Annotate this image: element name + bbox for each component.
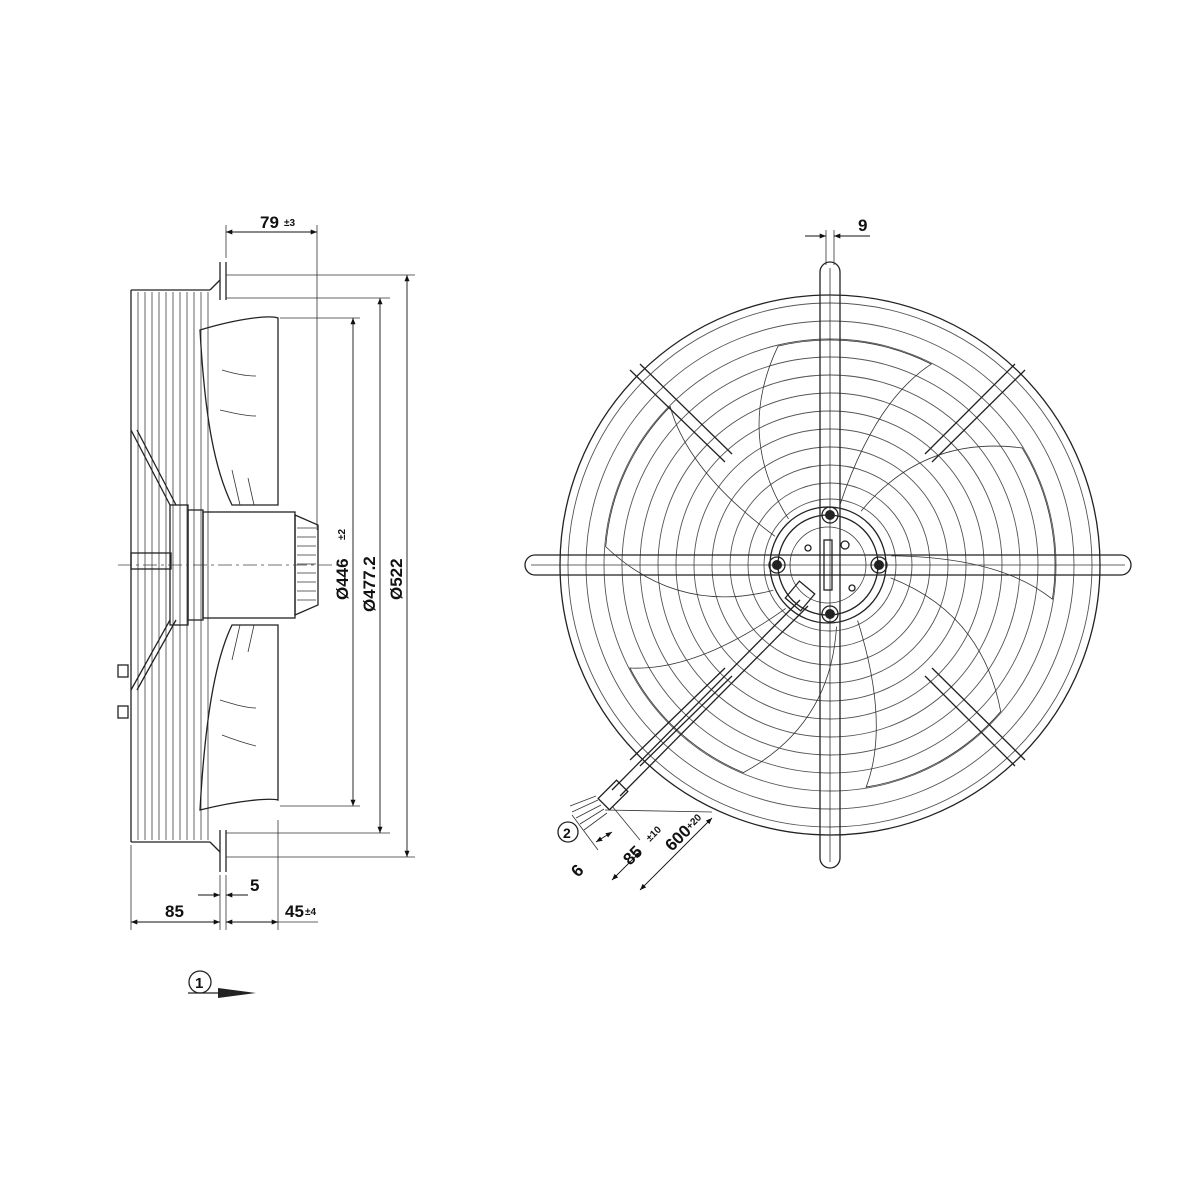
dim-d522: Ø522 [387, 275, 410, 857]
dim-d446-tol: ±2 [337, 529, 348, 540]
guard-crossbars [524, 261, 1132, 869]
fan-blade [605, 405, 776, 598]
motor-hub-front [768, 506, 888, 624]
bolt-icon [825, 510, 835, 520]
airflow-callout: 1 [188, 970, 256, 998]
dim-d446: Ø446 ±2 [280, 317, 360, 807]
dim-d477: Ø477.2 [360, 298, 383, 833]
dim-bottom: 85 5 45 ±4 [130, 820, 318, 930]
bolt-icon [825, 609, 835, 619]
fan-blade [860, 445, 1056, 600]
dim-d522-value: Ø522 [387, 558, 406, 600]
dim-6-value: 6 [567, 861, 587, 881]
dim-85-cable-value: 85 [619, 842, 646, 869]
airflow-callout-number: 1 [195, 975, 203, 992]
fan-blade-lower [199, 624, 279, 811]
cable [569, 599, 809, 831]
fan-blade-upper [199, 316, 279, 506]
dim-85-value: 85 [165, 902, 184, 921]
cable-callout-number: 2 [563, 825, 571, 841]
cable-gland [784, 580, 816, 612]
fan-blade [857, 577, 1002, 788]
guard-grille-side [117, 262, 415, 872]
dim-9-value: 9 [858, 216, 867, 235]
fan-blade [758, 339, 933, 520]
dim-9: 9 [805, 216, 870, 265]
dim-d477-value: Ø477.2 [360, 556, 379, 612]
cable-callout: 2 [557, 821, 579, 843]
fan-blades-front [605, 339, 1056, 788]
airflow-arrow-icon [218, 988, 256, 998]
fan-blade [629, 608, 837, 774]
bolt-icon [772, 560, 782, 570]
bolt-icon [874, 560, 884, 570]
dim-45-tol: ±4 [305, 907, 316, 918]
side-view: 79 ±3 Ø446 ±2 Ø477.2 Ø522 85 [117, 213, 415, 998]
dim-45-value: 45 [285, 902, 304, 921]
dim-d446-value: Ø446 [333, 558, 352, 600]
dim-5-value: 5 [250, 876, 259, 895]
dim-79-tol: ±3 [284, 218, 295, 229]
dim-79: 79 ±3 [225, 213, 318, 530]
front-view: 9 6 85 ±10 600 +20 2 [524, 216, 1132, 891]
dim-79-value: 79 [260, 213, 279, 232]
